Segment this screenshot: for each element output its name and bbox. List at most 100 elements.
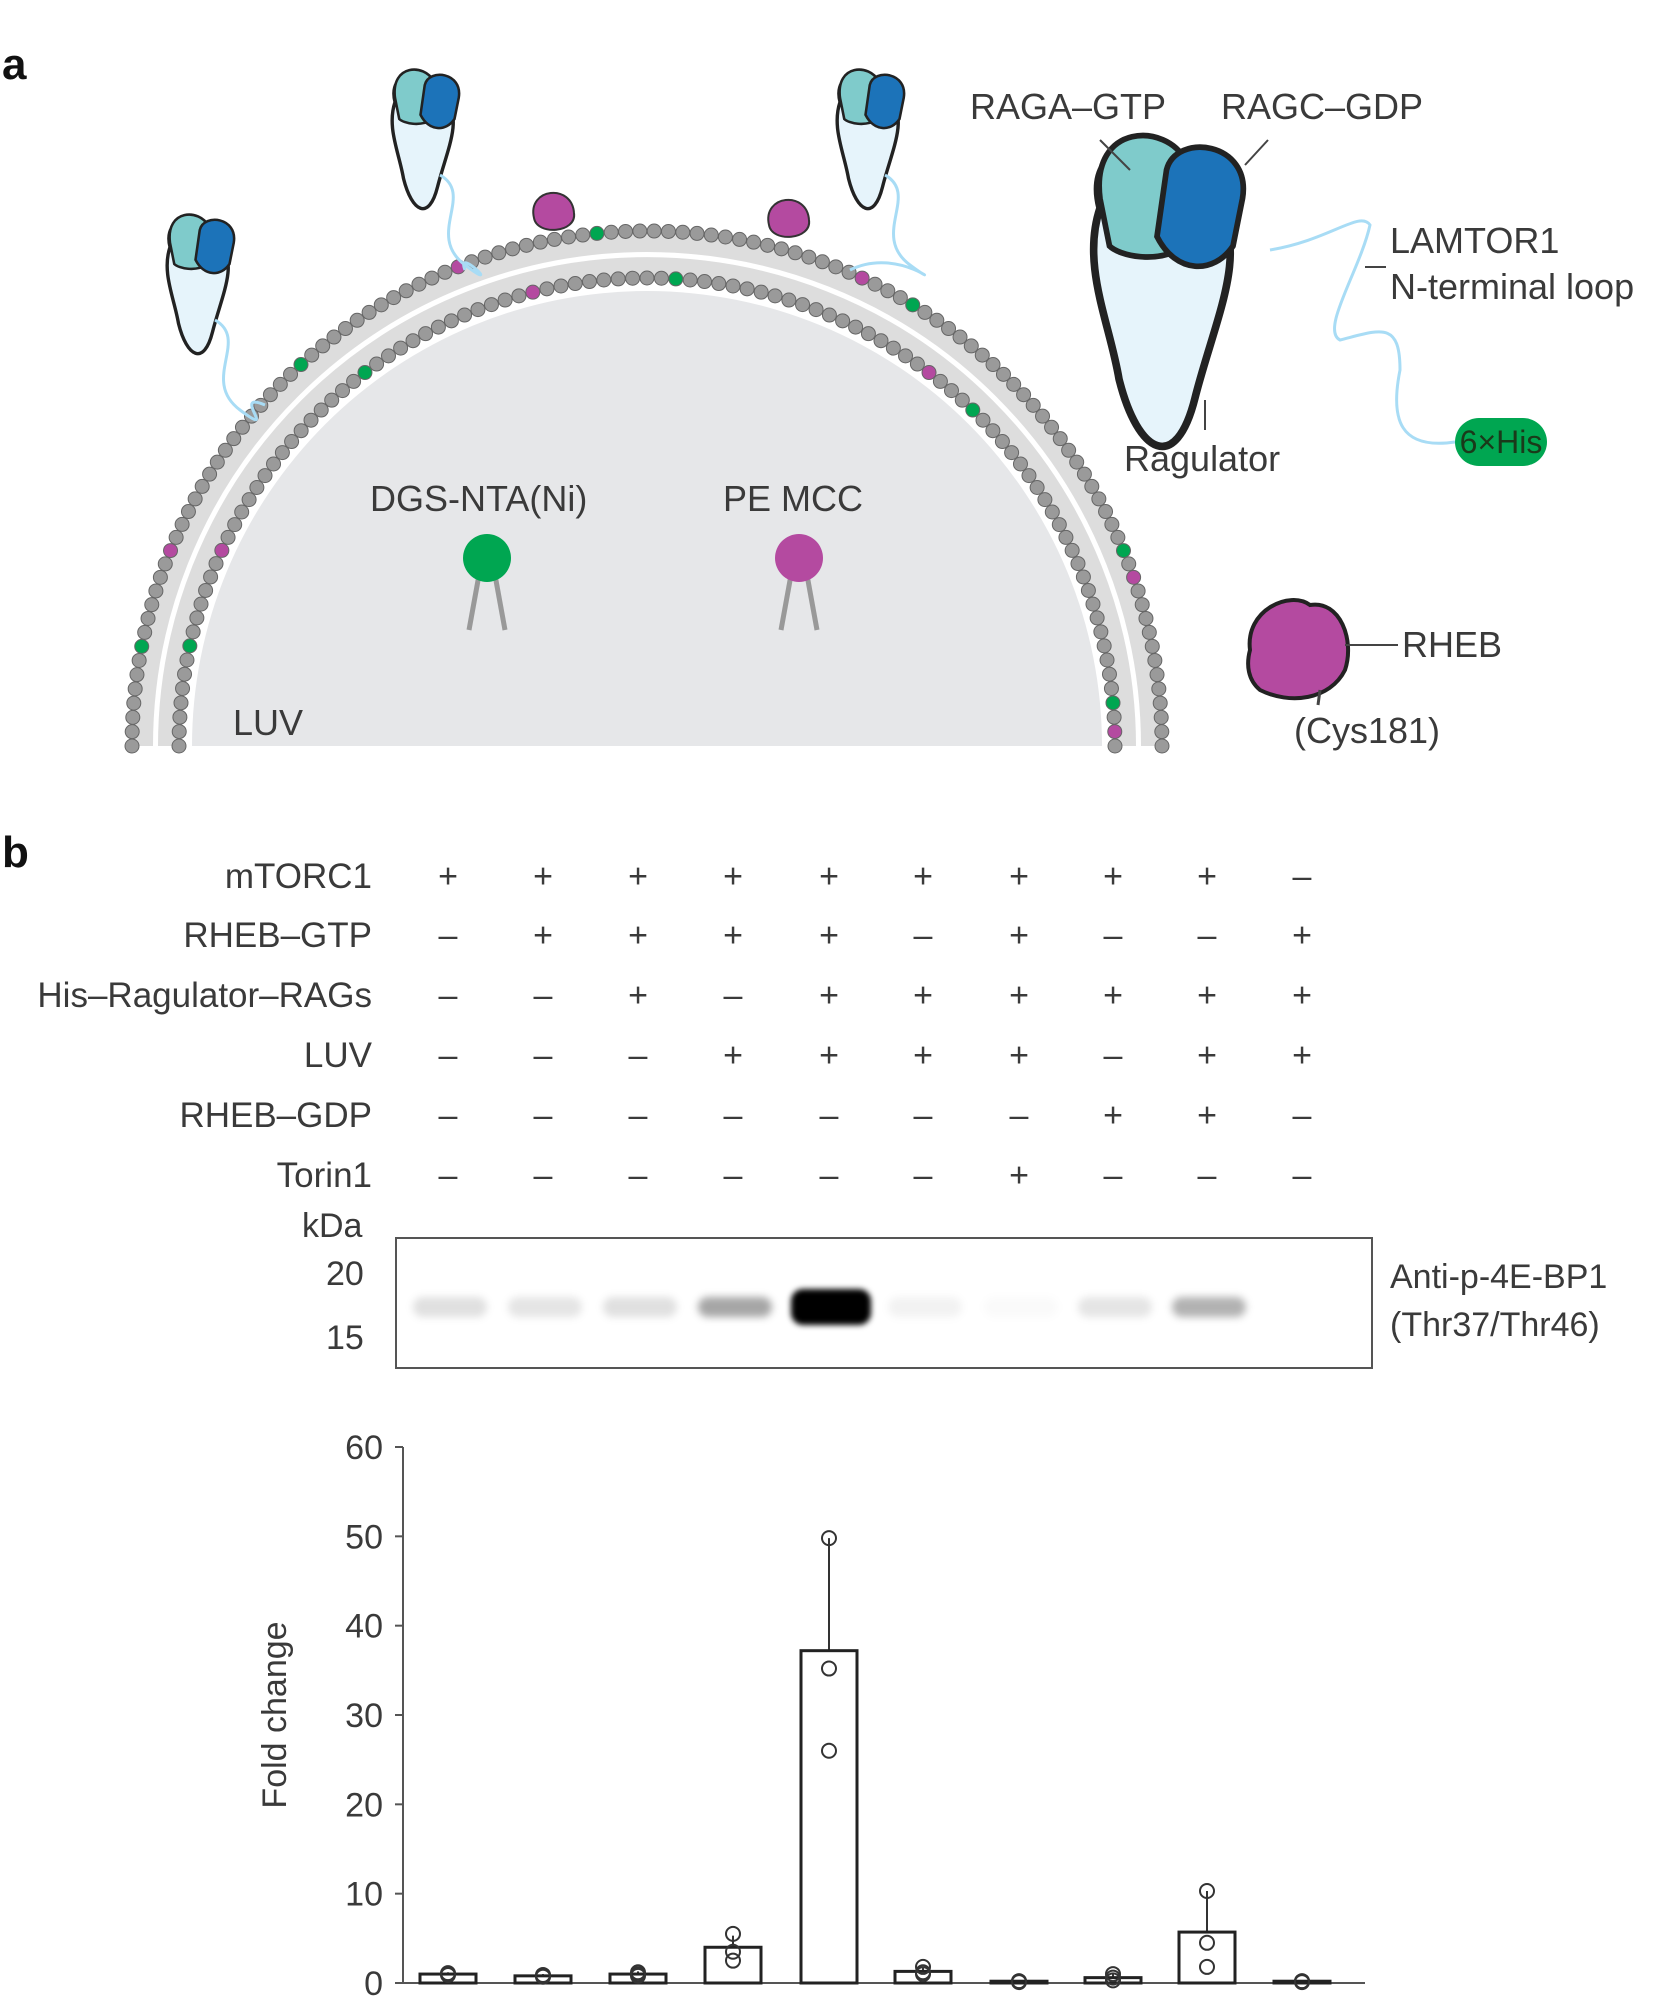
lipid-head (975, 412, 991, 428)
lipid-head (324, 392, 340, 408)
dgs-nta-lipid-icon (463, 534, 511, 582)
lipid-head (234, 504, 250, 520)
blot-band (1078, 1297, 1152, 1317)
lipid-head (1154, 738, 1170, 754)
kda-label: kDa (302, 1207, 363, 1245)
lipid-head (326, 329, 342, 345)
condition-cell: + (1103, 857, 1123, 896)
dgs-nta-label: DGS-NTA(Ni) (370, 478, 588, 519)
lipid-head (905, 297, 921, 313)
lipid-head (1004, 445, 1020, 461)
lipid-head (194, 478, 210, 494)
lipid-head (860, 326, 876, 342)
lipid-head (1016, 387, 1032, 403)
lipid-head (1099, 652, 1115, 668)
lipid-head (369, 356, 385, 372)
blot-band (1172, 1297, 1246, 1317)
lipid-head (1037, 492, 1053, 508)
lipid-head (283, 366, 299, 382)
lipid-head (525, 284, 541, 300)
condition-cell: + (723, 916, 743, 955)
lipid-head (1025, 397, 1041, 413)
lipid-head (177, 666, 193, 682)
lipid-head (773, 241, 789, 257)
lipid-head (1098, 504, 1114, 520)
condition-cell: + (1197, 1036, 1217, 1075)
data-point (1105, 1972, 1121, 1989)
condition-cell: + (533, 857, 553, 896)
lipid-head (880, 283, 896, 299)
lipid-head (304, 347, 320, 363)
lipid-head (393, 340, 409, 356)
blot-band (888, 1297, 962, 1317)
condition-cell: + (913, 1036, 933, 1075)
condition-cell: – (1197, 916, 1217, 955)
data-point (821, 1530, 837, 1547)
lipid-head (814, 254, 830, 270)
lipid-head (208, 556, 224, 572)
condition-cell: – (819, 1156, 839, 1195)
lipid-head (1115, 543, 1131, 559)
marker-15: 15 (326, 1319, 364, 1357)
lipid-head (1107, 738, 1123, 754)
condition-cell: – (533, 976, 553, 1015)
lipid-head (732, 231, 748, 247)
condition-cell: – (723, 976, 743, 1015)
lipid-head (1138, 610, 1154, 626)
lipid-head (965, 402, 981, 418)
lipid-head (140, 610, 156, 626)
lipid-head (921, 365, 937, 381)
condition-cell: + (438, 857, 458, 896)
condition-cell: + (913, 857, 933, 896)
data-point (725, 1943, 741, 1960)
lipid-head (148, 583, 164, 599)
lipid-head (193, 596, 209, 612)
condition-cell: – (628, 1036, 648, 1075)
lipid-head (226, 431, 242, 447)
y-axis-label: Fold change (256, 1621, 294, 1808)
lipid-head (753, 284, 769, 300)
lipid-head (202, 466, 218, 482)
condition-cell: + (1103, 1096, 1123, 1135)
condition-cell: – (723, 1156, 743, 1195)
lipid-head (1126, 569, 1142, 585)
condition-cell: – (1292, 857, 1312, 896)
condition-cell: – (1103, 1156, 1123, 1195)
data-point (630, 1967, 646, 1984)
data-point (1199, 1882, 1215, 1899)
lipid-head (532, 234, 548, 250)
lipid-head (995, 366, 1011, 382)
membrane-bound-complex (390, 68, 461, 211)
lipid-head (954, 392, 970, 408)
data-point (535, 1968, 551, 1985)
lipid-head (1006, 376, 1022, 392)
lipid-head (994, 434, 1010, 450)
lipid-head (1069, 454, 1085, 470)
lipid-head (1075, 569, 1091, 585)
lipid-head (1080, 582, 1096, 598)
condition-label: His–Ragulator–RAGs (37, 976, 372, 1015)
lipid-head (144, 597, 160, 613)
ragc-shape (1154, 144, 1247, 270)
lipid-head (249, 479, 265, 495)
lipid-head (848, 319, 864, 335)
lipid-head (185, 624, 201, 640)
bar (1272, 1979, 1332, 1985)
lipid-head (941, 321, 957, 337)
condition-cell: + (628, 976, 648, 1015)
data-point (1011, 1974, 1027, 1991)
data-point (725, 1952, 741, 1969)
bar (418, 1972, 478, 1985)
lipid-head (717, 229, 733, 245)
lipid-head (134, 638, 150, 654)
lipid-head (209, 454, 225, 470)
lipid-head (1084, 478, 1100, 494)
lipid-head (539, 281, 555, 297)
lipid-head (567, 276, 583, 292)
lipid-head (1044, 419, 1060, 435)
lipid-head (174, 516, 190, 532)
lipid-head (787, 245, 803, 261)
lipid-head (497, 292, 513, 308)
condition-cell: + (1292, 916, 1312, 955)
lipid-head (1035, 408, 1051, 424)
